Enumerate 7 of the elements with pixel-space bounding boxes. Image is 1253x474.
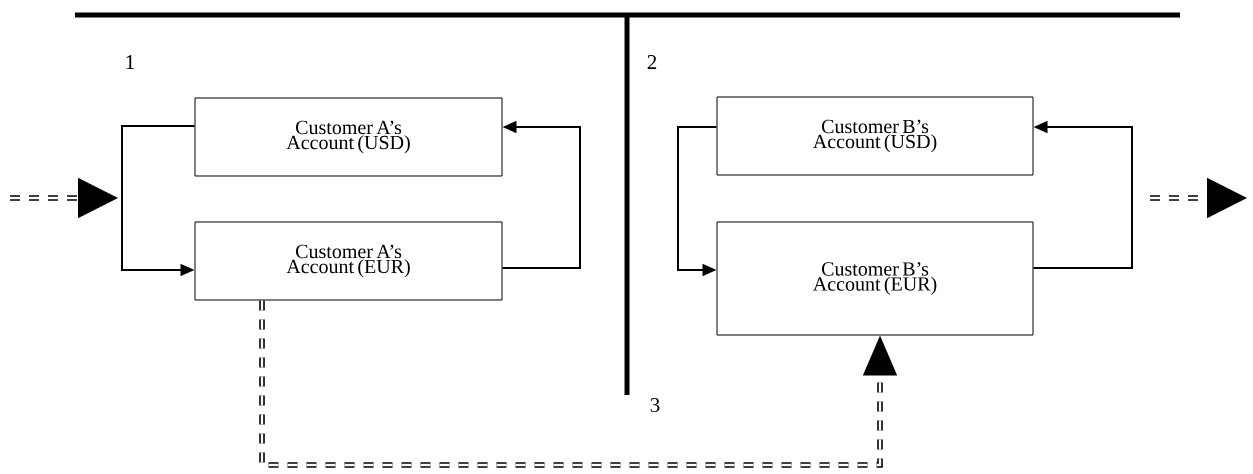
- account-box: Customer B’s Account (EUR): [716, 221, 1034, 336]
- account-box: Customer A’s Account (USD): [194, 97, 503, 177]
- section-number: 1: [126, 55, 134, 69]
- account-box: Customer A’s Account (EUR): [194, 221, 503, 301]
- account-box: Customer B’s Account (USD): [716, 96, 1034, 176]
- section-number: 3: [650, 397, 660, 413]
- section-number: 2: [647, 55, 657, 69]
